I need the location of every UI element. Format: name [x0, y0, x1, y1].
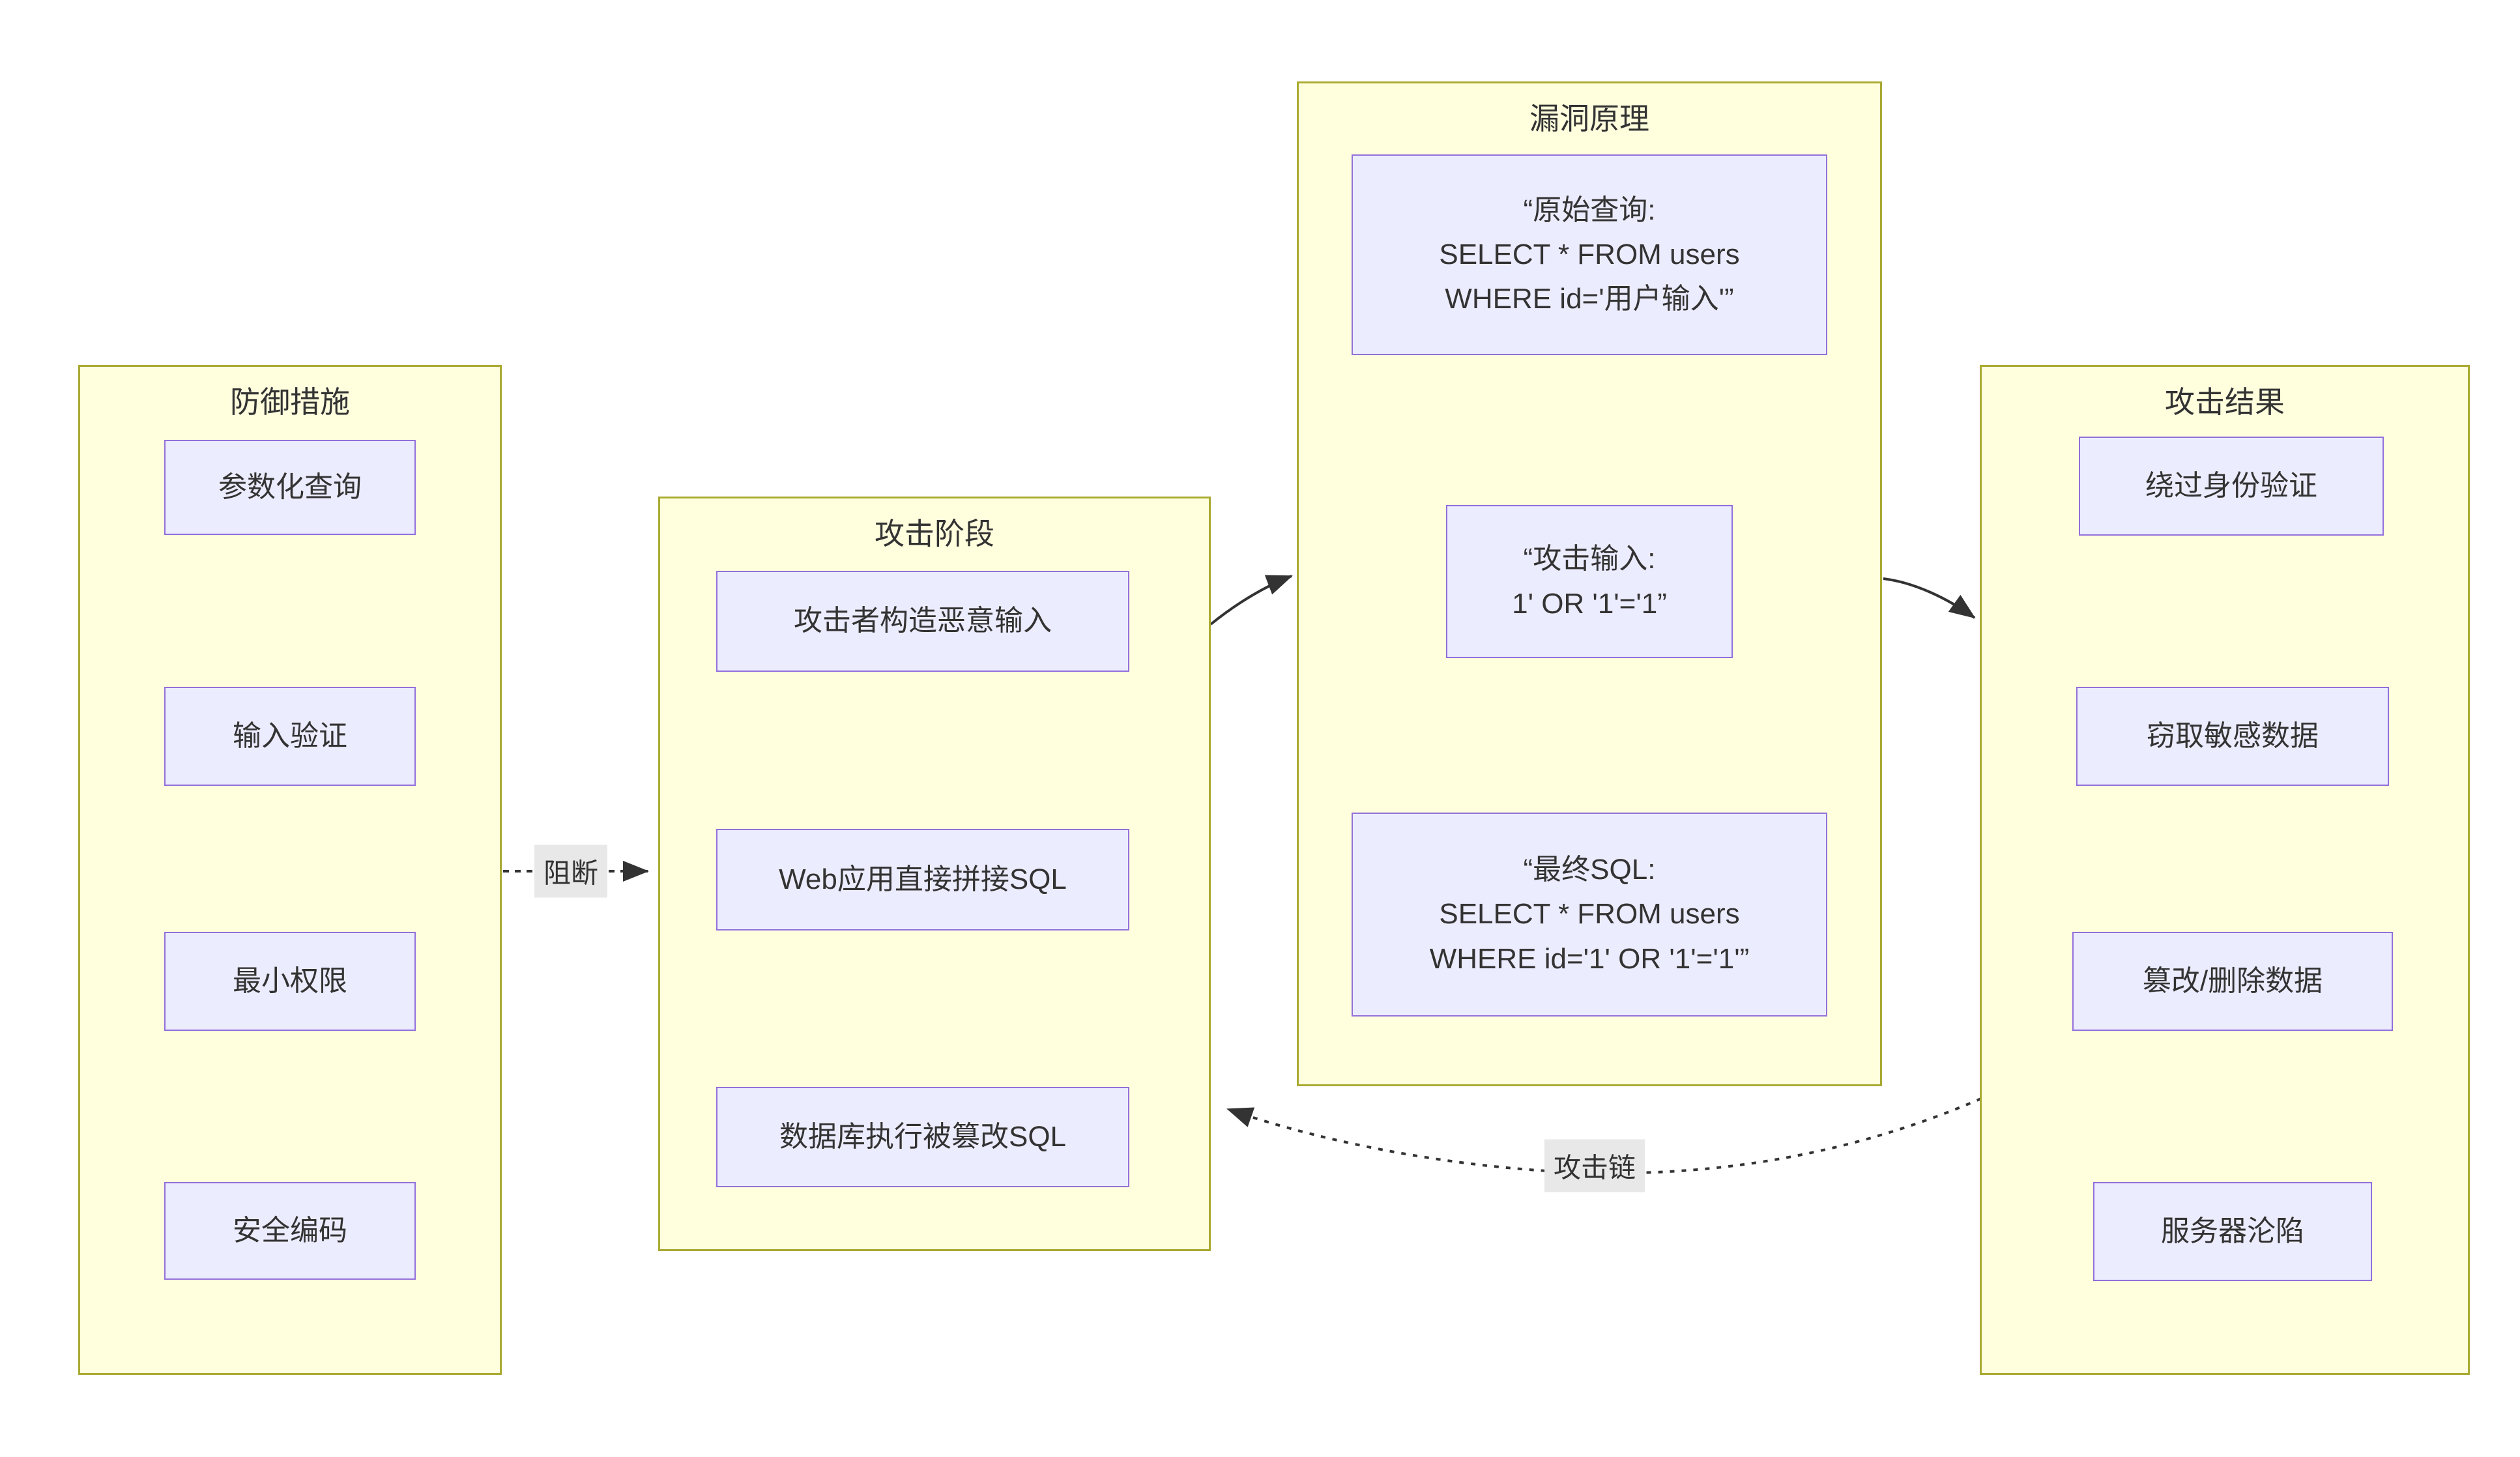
- node-final-sql-line2: SELECT * FROM users: [1439, 898, 1740, 930]
- node-db-executes-tampered-sql: 数据库执行被篡改SQL: [716, 1087, 1129, 1187]
- edge-attack-to-principle: [1209, 575, 1293, 626]
- node-least-privilege: 最小权限: [164, 932, 416, 1031]
- edge-label-attack-chain-text: 攻击链: [1553, 1152, 1636, 1183]
- node-original-query: “原始查询: SELECT * FROM users WHERE id='用户输…: [1352, 154, 1827, 355]
- node-attack-input-line1: “攻击输入:: [1523, 543, 1656, 575]
- node-original-query-line1: “原始查询:: [1523, 194, 1656, 226]
- edge-label-block-text: 阻断: [543, 858, 599, 889]
- node-server-compromised-label: 服务器沦陷: [2161, 1215, 2304, 1247]
- group-attack-title: 攻击阶段: [875, 517, 994, 551]
- edge-attack-chain-dotted: [1226, 1097, 1982, 1175]
- node-tamper-delete-data: 篡改/删除数据: [2072, 932, 2393, 1031]
- node-attack-input: “攻击输入: 1' OR '1'='1”: [1446, 505, 1733, 658]
- group-results-title: 攻击结果: [2165, 385, 2285, 419]
- node-webapp-concatenates-sql-label: Web应用直接拼接SQL: [779, 863, 1067, 895]
- node-attack-input-line2: 1' OR '1'='1”: [1512, 587, 1667, 620]
- node-attacker-crafts-malicious-input: 攻击者构造恶意输入: [716, 571, 1129, 672]
- node-secure-coding-label: 安全编码: [233, 1214, 347, 1247]
- node-input-validation-label: 输入验证: [233, 719, 347, 752]
- edge-label-attack-chain: 攻击链: [1544, 1139, 1645, 1192]
- group-defense-title: 防御措施: [230, 385, 350, 419]
- node-server-compromised: 服务器沦陷: [2093, 1182, 2372, 1281]
- group-principle-title: 漏洞原理: [1529, 102, 1649, 136]
- node-least-privilege-label: 最小权限: [233, 964, 347, 997]
- node-original-query-line3: WHERE id='用户输入'”: [1445, 283, 1734, 315]
- node-final-sql-line1: “最终SQL:: [1523, 854, 1656, 886]
- node-bypass-authentication-label: 绕过身份验证: [2145, 469, 2317, 502]
- node-parameterized-query-label: 参数化查询: [218, 470, 362, 503]
- node-final-sql: “最终SQL: SELECT * FROM users WHERE id='1'…: [1352, 813, 1827, 1017]
- node-steal-sensitive-data: 窃取敏感数据: [2076, 687, 2389, 786]
- node-db-executes-tampered-sql-label: 数据库执行被篡改SQL: [779, 1120, 1067, 1153]
- node-input-validation: 输入验证: [164, 687, 416, 786]
- node-parameterized-query: 参数化查询: [164, 440, 416, 535]
- node-final-sql-line3: WHERE id='1' OR '1'='1'”: [1429, 942, 1750, 975]
- node-attacker-crafts-malicious-input-label: 攻击者构造恶意输入: [794, 605, 1052, 637]
- node-secure-coding: 安全编码: [164, 1182, 416, 1280]
- node-bypass-authentication: 绕过身份验证: [2079, 437, 2384, 536]
- edge-label-block: 阻断: [534, 844, 608, 898]
- node-webapp-concatenates-sql: Web应用直接拼接SQL: [716, 829, 1129, 930]
- node-steal-sensitive-data-label: 窃取敏感数据: [2147, 719, 2319, 752]
- node-original-query-line2: SELECT * FROM users: [1439, 238, 1740, 270]
- edge-principle-to-results: [1883, 577, 1976, 619]
- node-tamper-delete-data-label: 篡改/删除数据: [2142, 964, 2323, 997]
